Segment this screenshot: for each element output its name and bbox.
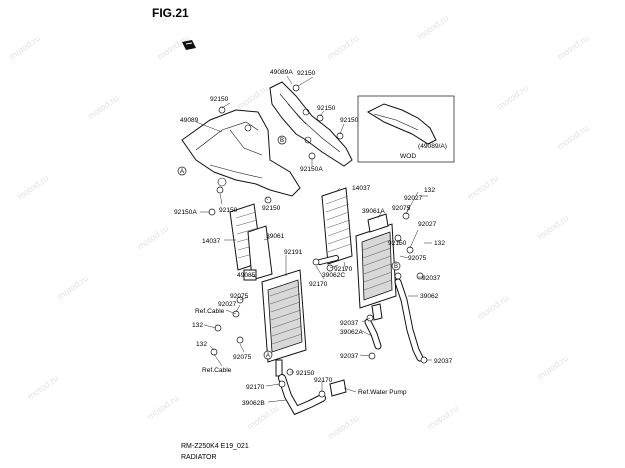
radiator-shroud-right [269, 81, 353, 167]
part-label: 92037 [340, 353, 359, 360]
part-label: 92191 [284, 249, 303, 256]
part-label: 92150A [174, 209, 197, 216]
part-label: 132 [434, 240, 445, 247]
part-label: 49089A [270, 69, 293, 76]
part-label: 92170 [314, 377, 333, 384]
part-label: 39062 [420, 293, 439, 300]
wod-inset-box: WOD (49089/A) [357, 95, 455, 163]
part-label: 92027 [404, 195, 423, 202]
watermark: motod.ru [135, 223, 170, 252]
part-label: 92075 [392, 205, 411, 212]
bolt-icon [218, 106, 226, 114]
bolt-icon [236, 336, 244, 344]
part-label: 92150 [262, 205, 281, 212]
watermark: motod.ru [85, 93, 120, 122]
figure-title: FIG.21 [152, 6, 189, 20]
part-label: 92170 [334, 266, 353, 273]
bolt-icon [316, 114, 324, 122]
watermark: motod.ru [245, 403, 280, 432]
radiator-left [229, 203, 307, 377]
watermark: motod.ru [325, 33, 360, 62]
part-label: 49085 [237, 272, 256, 279]
marker-b: B [394, 264, 398, 270]
bolt-icon [210, 348, 218, 356]
bolt-icon [216, 186, 224, 194]
hoses [278, 255, 424, 416]
part-label: 92027 [418, 221, 437, 228]
marker-a: A [266, 353, 270, 359]
watermark: motod.ru [535, 353, 570, 382]
part-label: 92075 [408, 255, 427, 262]
part-label: 39061 [266, 233, 285, 240]
part-label: 92170 [246, 384, 265, 391]
radiator-shroud-left [181, 109, 301, 197]
wod-part-label: (49089/A) [418, 143, 447, 150]
watermark: motod.ru [7, 33, 42, 62]
marker-b: B [280, 138, 284, 144]
part-label: 92037 [434, 358, 453, 365]
model-code: RM-Z250K4 E19_021 [181, 443, 249, 450]
watermark: motod.ru [15, 173, 50, 202]
watermark: motod.ru [475, 293, 510, 322]
watermark-layer: motod.ru motod.ru motod.ru motod.ru moto… [7, 13, 590, 442]
part-label: 39062A [340, 329, 363, 336]
part-label: 132 [192, 322, 203, 329]
bolt-icon [394, 234, 402, 242]
watermark: motod.ru [325, 413, 360, 442]
watermark: motod.ru [55, 273, 90, 302]
part-label: 92075 [233, 354, 252, 361]
part-label: 39062C [322, 272, 345, 279]
watermark: motod.ru [555, 33, 590, 62]
marker-a: A [180, 169, 184, 175]
part-label: Ref.Cable [195, 308, 225, 315]
part-label: 132 [424, 187, 435, 194]
clamp-icon [312, 258, 320, 266]
part-label: 92150 [210, 96, 229, 103]
bolt-icon [292, 84, 300, 92]
watermark: motod.ru [425, 403, 460, 432]
watermark: motod.ru [145, 393, 180, 422]
wod-label: WOD [400, 153, 416, 160]
watermark: motod.ru [415, 13, 450, 42]
part-label: Ref.Cable [202, 367, 232, 374]
radiator-right [321, 187, 397, 321]
part-label: 39062B [242, 400, 265, 407]
figure-caption: RADIATOR [181, 454, 217, 461]
watermark: motod.ru [555, 123, 590, 152]
bolt-icon [402, 212, 410, 220]
clamp-icon [394, 272, 402, 280]
bolt-icon [336, 132, 344, 140]
part-label: 92150 [219, 207, 238, 214]
watermark: motod.ru [235, 83, 270, 112]
part-label: 92150 [297, 70, 316, 77]
leader-lines [195, 75, 432, 403]
part-label: 92037 [340, 320, 359, 327]
part-label: 92150 [388, 240, 407, 247]
part-label: 132 [196, 341, 207, 348]
part-labels: 49089A 92150 92150 92150 92150 49089 921… [174, 69, 453, 407]
watermark: motod.ru [465, 173, 500, 202]
part-label: Ref.Water Pump [358, 389, 407, 396]
part-label: 92150A [300, 166, 323, 173]
part-label: 92150 [296, 370, 315, 377]
reference-markers: A B B A [177, 135, 401, 360]
part-label: 14037 [352, 185, 371, 192]
part-label: 92027 [218, 301, 237, 308]
part-label: 92037 [422, 275, 441, 282]
watermark: motod.ru [495, 83, 530, 112]
front-direction-icon [182, 40, 196, 50]
part-label: 49089 [180, 117, 199, 124]
watermark: motod.ru [535, 213, 570, 242]
clamp-icon [416, 272, 424, 280]
fasteners [208, 84, 428, 398]
watermark: motod.ru [25, 373, 60, 402]
part-label: 14037 [202, 238, 221, 245]
part-label: 39061A [362, 208, 385, 215]
part-label: 92075 [230, 293, 249, 300]
part-label: 92170 [309, 281, 328, 288]
bolt-icon [406, 246, 414, 254]
part-label: 92150 [340, 117, 359, 124]
part-label: 92150 [317, 105, 336, 112]
